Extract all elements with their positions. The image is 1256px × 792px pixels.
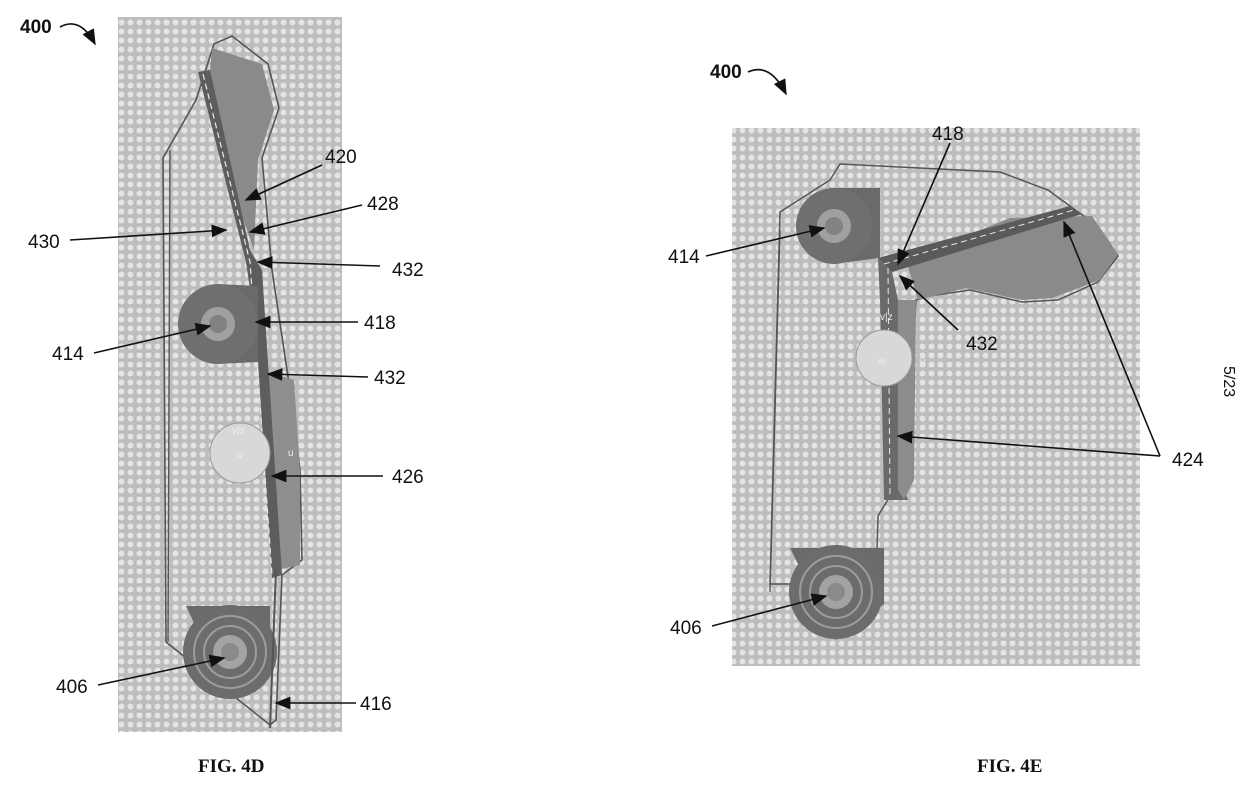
fig4d-label-420: 420	[325, 147, 357, 168]
fig4e-lower-panel	[898, 300, 916, 500]
fig4d-label-428: 428	[367, 194, 399, 215]
fig4e-axis-symbol: v|z w u	[855, 312, 926, 387]
fig4d-label-414: 414	[52, 344, 84, 365]
fig4e-label-414: 414	[668, 247, 700, 268]
fig4d-axis-vz: v|z	[232, 426, 245, 437]
fig4d-label-430: 430	[28, 232, 60, 253]
fig4d-axis-symbol: v|z w u	[209, 422, 294, 484]
fig4e-label-424: 424	[1172, 450, 1204, 471]
fig4d-axis-u: u	[288, 448, 294, 459]
figure-4d: v|z w u 400 420 428 430 432 418 414	[20, 17, 424, 777]
sheet-number: 5/23	[1220, 366, 1237, 397]
fig4e-caption: FIG. 4E	[977, 756, 1042, 777]
fig4d-reference-400: 400	[20, 17, 52, 38]
fig4e-label-406: 406	[670, 618, 702, 639]
figure-4e: v|z w u 400 418 414 432 424 406 FIG. 4E	[668, 62, 1204, 777]
fig4d-frame-outline	[162, 35, 303, 727]
fig4d-film-region	[210, 48, 274, 250]
fig4d-roller-406	[183, 605, 277, 700]
fig4d-roller-414	[178, 284, 258, 364]
fig4e-axis-w: w	[877, 356, 886, 367]
fig4e-reference-400: 400	[710, 62, 742, 83]
fig4d-label-426: 426	[392, 467, 424, 488]
fig4e-axis-u: u	[920, 356, 926, 367]
fig4d-label-416: 416	[360, 694, 392, 715]
fig4d-axis-w: w	[235, 450, 244, 461]
fig4e-axis-vz: v|z	[880, 312, 893, 323]
fig4e-roller-406	[789, 545, 884, 640]
fig4d-label-418: 418	[364, 313, 396, 334]
fig4d-label-432-lower: 432	[374, 368, 406, 389]
fig4e-label-418: 418	[932, 124, 964, 145]
fig4d-label-406: 406	[56, 677, 88, 698]
fig4d-label-432-upper: 432	[392, 260, 424, 281]
fig4e-roller-414	[796, 188, 880, 264]
fig4d-caption: FIG. 4D	[198, 756, 265, 777]
fig4e-label-432: 432	[966, 334, 998, 355]
